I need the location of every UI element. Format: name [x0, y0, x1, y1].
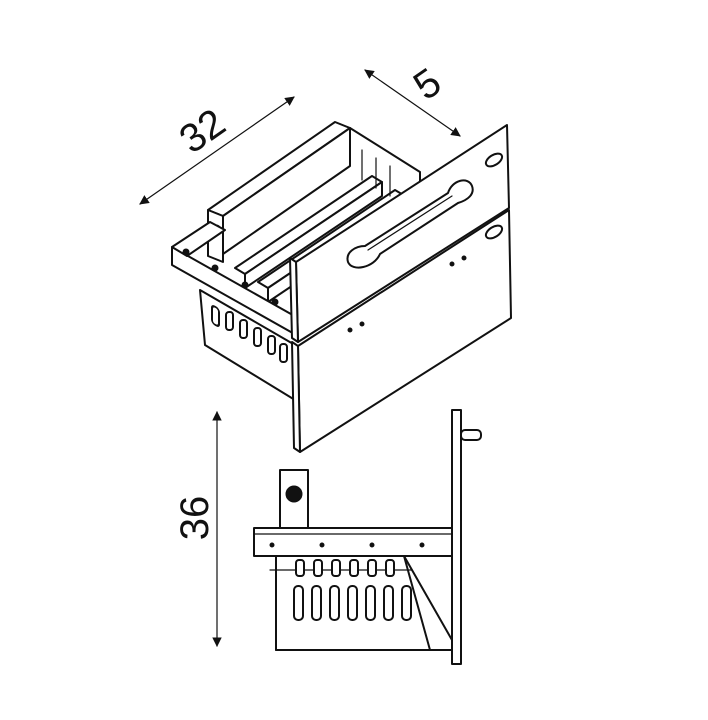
rail-hole-2: [211, 264, 219, 272]
width-label: 32: [172, 101, 234, 163]
inner-side-wall: [349, 127, 421, 191]
depth-label: 5: [406, 60, 449, 109]
slot-4: [253, 327, 262, 347]
lower-dot-2: [359, 321, 365, 327]
rail-hole-3: [241, 281, 249, 289]
side-slot-2: [311, 585, 322, 621]
side-rail: [253, 527, 453, 557]
depth-dimension-line: [364, 69, 461, 137]
side-slot-6: [383, 585, 394, 621]
side-slot-7: [401, 585, 412, 621]
upper-drawer-edge: [289, 257, 299, 343]
basket-slots: [211, 305, 288, 363]
top-slot-3: [331, 559, 341, 577]
side-handle-peg: [460, 429, 482, 441]
slot-3: [239, 319, 248, 339]
slot-1: [211, 305, 220, 327]
lower-logo-badge: [484, 224, 504, 240]
rail-hole-1: [182, 248, 190, 256]
slot-2: [225, 311, 234, 331]
rail-hole-4: [271, 298, 279, 306]
side-top-slots: [295, 559, 395, 577]
side-rail-hole-4: [419, 542, 425, 548]
lower-dot-1: [347, 327, 353, 333]
lower-dot-4: [461, 255, 467, 261]
top-slot-5: [367, 559, 377, 577]
top-slot-2: [313, 559, 323, 577]
lower-drawer-edge: [291, 341, 301, 453]
height-label: 36: [173, 496, 217, 541]
width-dimension-line: [139, 96, 295, 205]
side-view: 36: [173, 409, 482, 665]
slot-5: [267, 335, 276, 355]
top-slot-6: [385, 559, 395, 577]
side-rail-hole-1: [269, 542, 275, 548]
lower-dot-3: [449, 261, 455, 267]
side-rail-hole-3: [369, 542, 375, 548]
front-plate: [451, 409, 462, 665]
side-slot-4: [347, 585, 358, 621]
frame-rail-end: [171, 221, 226, 257]
isometric-view: 32 5: [139, 60, 512, 453]
handle-inner-line: [367, 195, 453, 251]
upper-logo-badge: [484, 152, 504, 168]
side-slot-1: [293, 585, 304, 621]
post-bolt: [285, 485, 303, 503]
side-slot-5: [365, 585, 376, 621]
side-basket-slots: [293, 585, 412, 621]
top-slot-1: [295, 559, 305, 577]
top-slot-4: [349, 559, 359, 577]
side-rail-hole-2: [319, 542, 325, 548]
side-slot-3: [329, 585, 340, 621]
slot-6: [279, 343, 288, 363]
